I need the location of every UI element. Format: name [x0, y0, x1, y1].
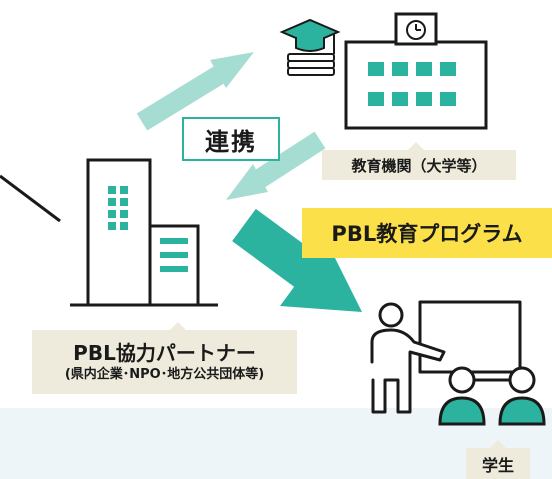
arrow-to-university	[136, 52, 254, 131]
partner-subtitle: (県内企業･NPO･地方公共団体等)	[64, 367, 265, 382]
partner-label: PBL協力パートナー (県内企業･NPO･地方公共団体等)	[32, 330, 297, 394]
collaboration-text: 連携	[205, 127, 257, 156]
arrow-to-partner	[226, 131, 326, 200]
university-label: 教育機関（大学等）	[322, 150, 516, 180]
students-text: 学生	[481, 455, 514, 475]
school-building-icon	[344, 12, 488, 130]
collaboration-label: 連携	[182, 117, 280, 161]
program-text: PBL教育プログラム	[331, 222, 523, 246]
university-text: 教育機関（大学等）	[351, 156, 487, 175]
students-label-notch	[490, 440, 506, 448]
connector-line	[0, 174, 61, 223]
teacher-icon	[370, 300, 522, 414]
graduation-cap-icon	[279, 18, 341, 54]
students-label: 学生	[466, 448, 530, 479]
program-label: PBL教育プログラム	[302, 208, 552, 258]
office-building-icon	[70, 158, 218, 307]
arrow-to-students	[232, 208, 362, 312]
books-icon	[287, 53, 335, 76]
university-label-notch	[408, 142, 424, 150]
partner-title: PBL協力パートナー	[73, 341, 256, 365]
student-icon	[438, 366, 546, 426]
partner-label-notch	[170, 322, 186, 330]
clock-icon	[406, 20, 426, 40]
